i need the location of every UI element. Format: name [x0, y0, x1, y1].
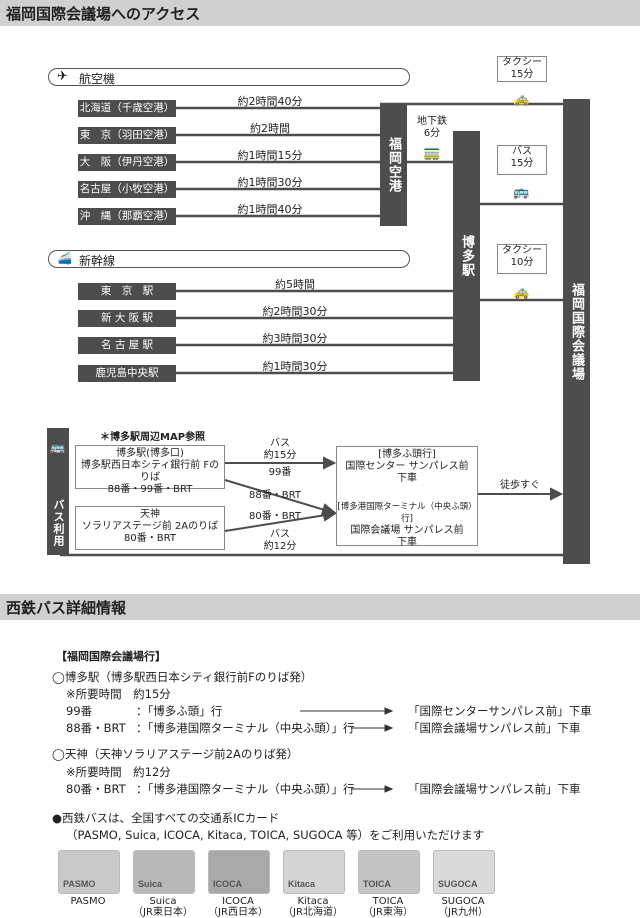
origin-shin-osaka: 新 大 阪 駅: [78, 310, 176, 327]
route-row: 88番・BRT: [66, 721, 126, 735]
time-shin-osaka: 約2時間30分: [262, 305, 328, 318]
route-stop: 「国際会議場サンパレス前」下車: [408, 782, 581, 796]
route-stop: 「国際センターサンパレス前」下車: [408, 704, 592, 718]
destination-box: [博多ふ頭行]国際センター サンパレス前下車 [博多港国際ターミナル（中央ふ頭）…: [336, 446, 478, 548]
route-stop: 「国際会議場サンパレス前」下車: [408, 721, 581, 735]
route-dest: ：「博多ふ頭」行: [136, 704, 223, 718]
time-kagoshima: 約1時間30分: [262, 360, 328, 373]
origin-haneda: 東 京（羽田空港）: [78, 127, 176, 144]
bus-15-label: バス約15分: [263, 438, 297, 461]
origin-chitose: 北海道（千歳空港）: [78, 100, 176, 117]
route-dest: ：「博多港国際ターミナル（中央ふ頭）」行: [136, 782, 355, 796]
venue-bar: 福岡国際会議場: [563, 99, 590, 564]
shinkansen-header: 🚄 新幹線: [48, 250, 410, 268]
ic-card-label: TOICA（JR東海）: [363, 896, 413, 918]
walk-label: 徒歩すぐ: [500, 480, 540, 491]
ic-card-toica: TOICA: [358, 850, 420, 894]
ic-card-pasmo: PASMO: [58, 850, 120, 894]
ic-card-face: TOICA: [363, 879, 391, 889]
taxi-icon: 🚕: [513, 285, 530, 300]
ic-card-sugoca: SUGOCA: [433, 850, 495, 894]
access-header: 福岡国際会議場へのアクセス: [0, 0, 640, 26]
air-title: 航空機: [79, 72, 116, 86]
route-99: 99番: [268, 467, 292, 478]
ic-card-label: ICOCA（JR西日本）: [208, 896, 268, 918]
origin-itami: 大 阪（伊丹空港）: [78, 154, 176, 171]
route-88-brt: 88番・BRT: [249, 490, 301, 501]
ic-card-label: PASMO: [70, 896, 106, 907]
route-row: 80番・BRT: [66, 782, 126, 796]
bus-use-label: バス利用: [52, 499, 65, 547]
route-dest: ：「博多港国際ターミナル（中央ふ頭）」行: [136, 721, 355, 735]
detail-arrows: [300, 707, 394, 793]
ic-card-icoca: ICOCA: [208, 850, 270, 894]
shinkansen-icon: 🚄: [57, 251, 72, 265]
ic-card-kitaca: Kitaca: [283, 850, 345, 894]
ic-line-2: （PASMO, Suica, ICOCA, Kitaca, TOICA, SUG…: [66, 828, 485, 842]
tenjin-title: ◯天神（天神ソラリアステージ前2Aのりば発）: [52, 747, 299, 761]
ic-card-label: SUGOCA（JR九州）: [438, 896, 488, 918]
ic-line-1: ●西鉄バスは、全国すべての交通系ICカード: [52, 811, 280, 825]
time-itami: 約1時間15分: [237, 149, 303, 162]
details-heading: 【福岡国際会議場行】: [56, 650, 166, 663]
time-nagoya: 約3時間30分: [262, 332, 328, 345]
hakata-time: ※所要時間 約15分: [66, 687, 171, 701]
origin-komaki: 名古屋（小牧空港）: [78, 181, 176, 198]
origin-nagoya: 名 古 屋 駅: [78, 337, 176, 354]
taxi-icon: 🚕: [513, 92, 530, 107]
time-naha: 約1時間40分: [237, 203, 303, 216]
bus-use-bar: バス利用: [47, 428, 69, 555]
ic-card-face: Kitaca: [288, 879, 316, 889]
time-haneda: 約2時間: [250, 122, 290, 135]
hakata-title: ◯博多駅（博多駅西日本シティ銀行前Fのりば発）: [52, 670, 313, 684]
shinkansen-title: 新幹線: [79, 254, 116, 268]
bus-icon: 🚌: [50, 440, 65, 454]
time-komaki: 約1時間30分: [237, 176, 303, 189]
hakata-station: 博多駅: [453, 131, 480, 381]
origin-naha: 沖 縄（那覇空港）: [78, 208, 176, 225]
access-title: 福岡国際会議場へのアクセス: [6, 5, 201, 23]
route-row: 99番: [66, 704, 93, 718]
bus-info-title: 西鉄バス詳細情報: [6, 599, 127, 617]
time-tokyo-station: 約5時間: [275, 278, 315, 291]
route-lines: [60, 102, 564, 557]
ic-card-label: Kitaca（JR北海道）: [283, 896, 343, 918]
ic-card-label: Suica（JR東日本）: [133, 896, 193, 918]
ic-card-face: SUGOCA: [438, 879, 478, 889]
fukuoka-airport: 福岡空港: [380, 104, 407, 226]
bus-info-header: 西鉄バス詳細情報: [0, 594, 640, 620]
ic-card-face: Suica: [138, 879, 163, 889]
origin-kagoshima: 鹿児島中央駅: [78, 365, 176, 382]
train-icon: 🚃: [423, 145, 441, 161]
tenjin-time: ※所要時間 約12分: [66, 765, 171, 779]
origin-tokyo-station: 東 京 駅: [78, 283, 176, 300]
bus-icon: 🚌: [513, 185, 530, 200]
ic-card-face: PASMO: [63, 879, 96, 889]
bus-12-label: バス約12分: [263, 529, 297, 552]
route-80-brt: 80番・BRT: [249, 511, 301, 522]
airplane-icon: ✈: [57, 69, 68, 84]
map-note: ＊博多駅周辺MAP参照: [100, 432, 206, 443]
time-chitose: 約2時間40分: [237, 95, 303, 108]
air-header: ✈ 航空機: [48, 68, 410, 86]
ic-card-suica: Suica: [133, 850, 195, 894]
ic-card-face: ICOCA: [213, 879, 242, 889]
